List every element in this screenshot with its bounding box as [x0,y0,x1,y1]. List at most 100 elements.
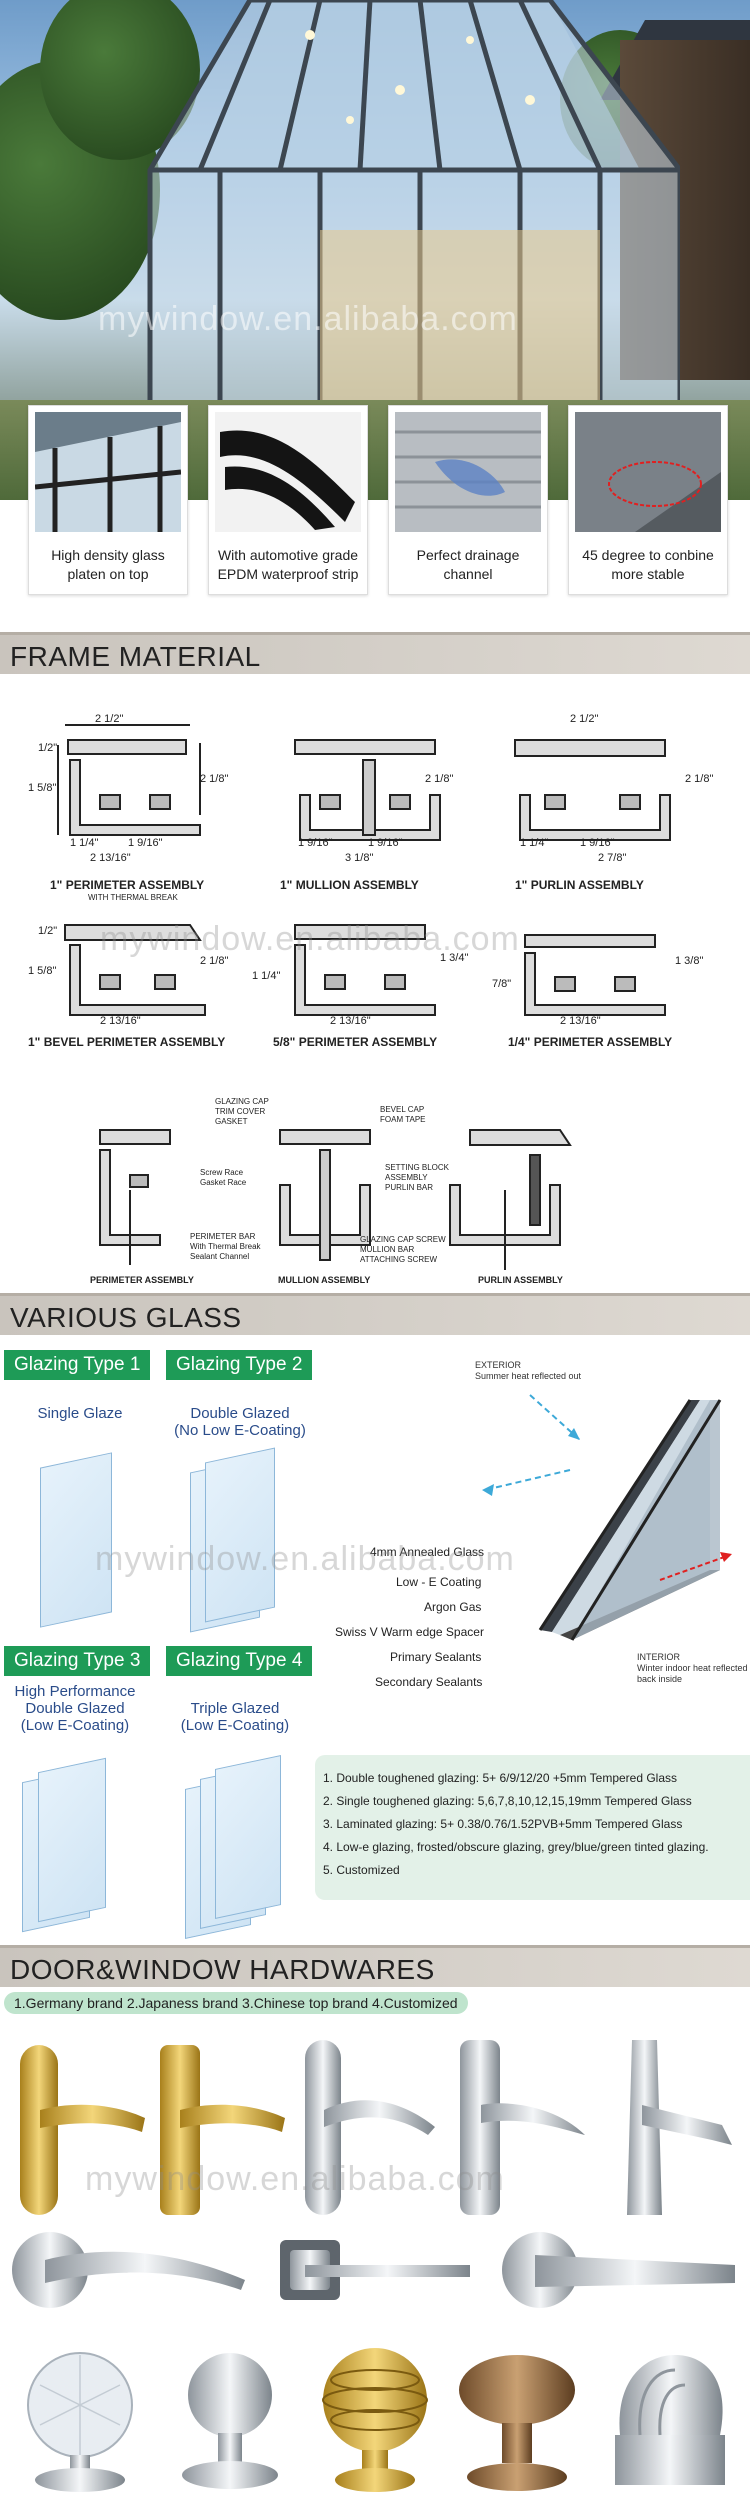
profile-sublabel: WITH THERMAL BREAK [88,893,178,902]
dim-label: 1 9/16" [298,837,333,849]
glass-platen-image [35,412,181,532]
feature-card-drainage: Perfect drainage channel [388,405,548,595]
feature-card-epdm-strip: With automotive grade EPDM waterproof st… [208,405,368,595]
glazing-title: Double Glazed(No Low E-Coating) [174,1405,306,1439]
profile-purlin-drawing [514,739,671,841]
profile-mullion-drawing [294,739,441,841]
square-rose-lever-handle [280,2240,470,2300]
triple-pane-front [215,1754,281,1920]
epdm-strip-image [215,412,361,532]
double-glaze-pane-front [205,1447,275,1623]
assembly-label: MULLION ASSEMBLY [278,1275,371,1285]
layer-primary-sealant: Primary Sealants [390,1650,482,1664]
glass-option: 2. Single toughened glazing: 5,6,7,8,10,… [323,1794,692,1808]
dim-label: 1/2" [38,742,58,754]
dim-label: 1 3/8" [675,955,704,967]
profile-bevel-perimeter-drawing [64,924,206,1016]
glazing-type-2-tag: Glazing Type 2 [166,1350,313,1380]
glazing-type-4-tag: Glazing Type 4 [166,1646,313,1676]
dim-label: 1 9/16" [128,837,163,849]
assembly-label: PERIMETER ASSEMBLY [90,1275,194,1285]
drainage-channel-image [395,412,541,532]
section-title: VARIOUS GLASS [10,1302,242,1333]
dim-label: 2 13/16" [100,1015,141,1027]
chrome-lever-handle-2 [460,2040,585,2215]
dim-label: 2 7/8" [598,852,627,864]
profile-label: 1" PERIMETER ASSEMBLY [50,878,205,892]
layer-argon: Argon Gas [424,1600,482,1614]
dim-label: 3 1/8" [345,852,374,864]
profile-label: 5/8" PERIMETER ASSEMBLY [273,1035,438,1049]
section-header-various-glass: VARIOUS GLASS [0,1293,750,1335]
profile-perimeter-drawing [57,724,201,836]
chrome-mushroom-knob [182,2353,278,2489]
assembly-section-drawing [99,1129,572,1270]
bronze-fluted-knob [459,2355,575,2491]
glazing-title: Single Glaze [37,1405,123,1422]
glazing-type-1-tag: Glazing Type 1 [4,1350,151,1380]
profile-label: 1" MULLION ASSEMBLY [280,878,419,892]
layer-annealed-glass: 4mm Annealed Glass [370,1545,485,1559]
dim-label: 2 13/16" [560,1015,601,1027]
brass-beehive-knob [322,2348,428,2492]
section-header-frame-material: FRAME MATERIAL [0,632,750,674]
feature-caption: Perfect drainage channel [416,547,520,582]
feature-caption: With automotive grade EPDM waterproof st… [217,547,359,582]
watermark: mywindow.en.alibaba.com [100,920,520,958]
glazing-title: Triple Glazed(Low E-Coating) [180,1700,290,1734]
dim-label: 2 1/8" [685,773,714,785]
dim-label: 1 1/4" [520,837,549,849]
glass-option: 1. Double toughened glazing: 5+ 6/9/12/2… [323,1771,678,1785]
glass-option: 5. Customized [323,1863,400,1877]
dim-label: 1 5/8" [28,965,57,977]
dim-label: 2 1/8" [425,773,454,785]
layer-low-e: Low - E Coating [396,1575,482,1589]
chrome-lever-handle-1 [305,2040,435,2215]
feature-card-glass-platen: High density glass platen on top [28,405,188,595]
profile-5-8-perimeter-drawing [294,924,436,1016]
profile-label: 1/4" PERIMETER ASSEMBLY [508,1035,673,1049]
rose-lever-handle-1 [12,2232,245,2308]
watermark: mywindow.en.alibaba.com [95,1540,515,1578]
dim-label: 1/2" [38,925,58,937]
dim-label: 1 1/4" [252,970,281,982]
watermark: mywindow.en.alibaba.com [98,300,518,338]
brass-lever-handle-1 [20,2045,145,2215]
assembly-label: PURLIN ASSEMBLY [478,1275,563,1285]
dim-label: 2 13/16" [330,1015,371,1027]
section-title: FRAME MATERIAL [10,641,261,672]
insulated-glass-diagram [482,1394,732,1641]
dim-label: 1 9/16" [368,837,403,849]
feature-cards: High density glass platen on top With au… [28,405,728,605]
profile-1-4-perimeter-drawing [524,934,666,1016]
crystal-knob [27,2352,133,2492]
dim-label: 1 5/8" [28,782,57,794]
hp-double-pane-front [38,1757,106,1923]
dim-label: 2 1/2" [570,713,599,725]
dim-label: 2 1/2" [95,713,124,725]
dim-label: 1 3/4" [440,952,469,964]
profile-label: 1" BEVEL PERIMETER ASSEMBLY [28,1035,226,1049]
dim-label: 2 1/8" [200,773,229,785]
profile-label: 1" PURLIN ASSEMBLY [515,878,644,892]
watermark: mywindow.en.alibaba.com [85,2160,505,2198]
feature-card-45-degree: 45 degree to conbine more stable [568,405,728,595]
feature-caption: High density glass platen on top [51,547,165,582]
hardware-brands-bar: 1.Germany brand 2.Japaness brand 3.Chine… [4,1992,468,2014]
layer-secondary-sealant: Secondary Sealants [375,1675,483,1689]
sunroom-structure [147,0,680,400]
dim-label: 1 9/16" [580,837,615,849]
chrome-lever-handle-3 [627,2040,732,2215]
dim-label: 7/8" [492,978,512,990]
section-title: DOOR&WINDOW HARDWARES [10,1954,435,1985]
glass-option: 3. Laminated glazing: 5+ 0.38/0.76/1.52P… [323,1817,683,1831]
dim-label: 1 1/4" [70,837,99,849]
